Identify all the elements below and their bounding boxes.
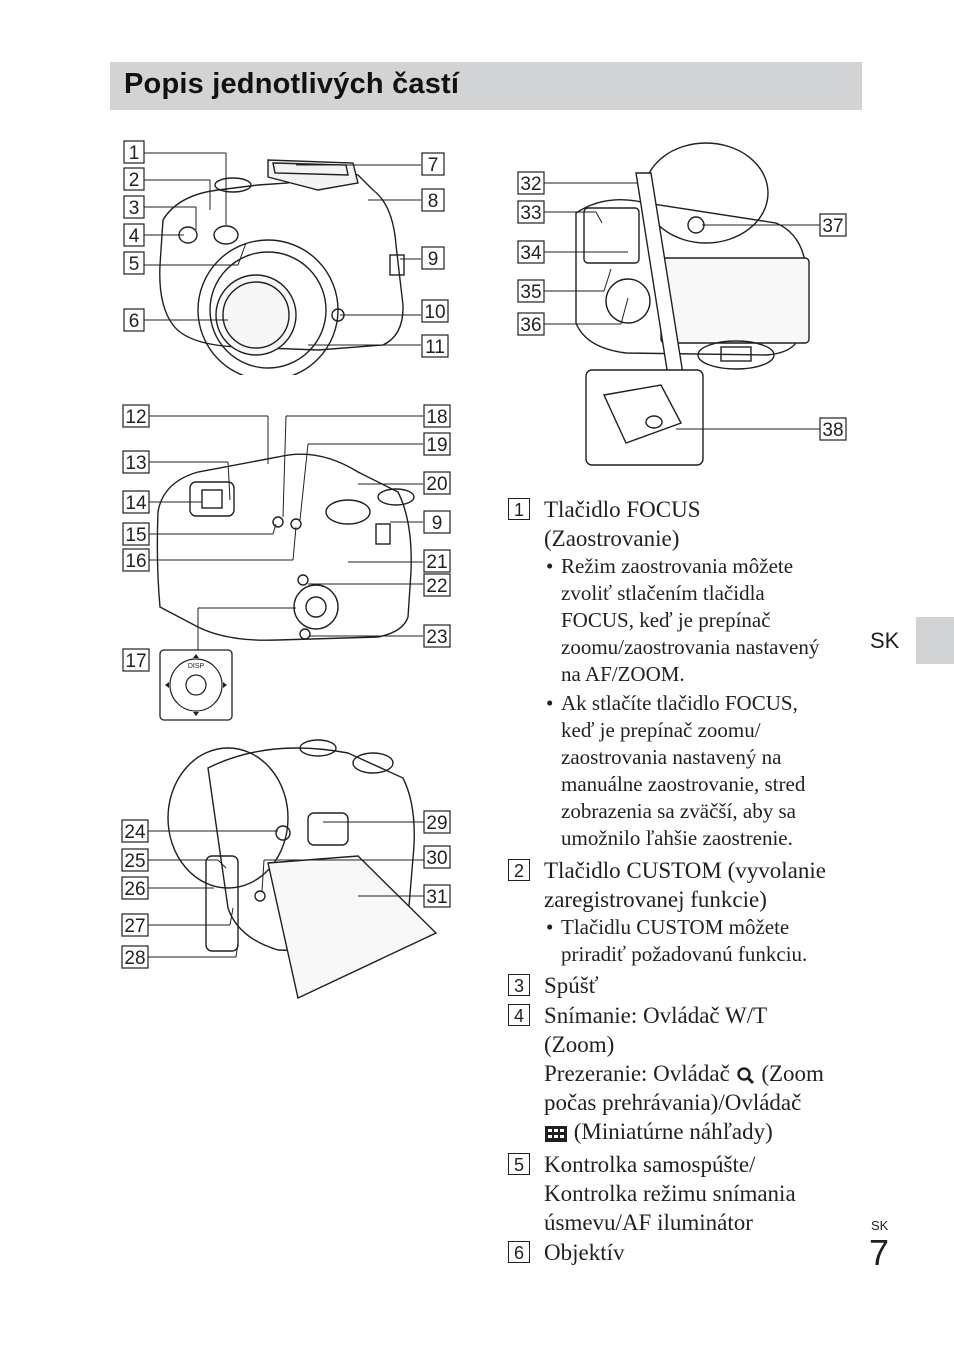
page-number: 7 <box>869 1232 890 1273</box>
bullet-line: umožnilo ľahšie zaostrenie. <box>561 826 793 850</box>
callout-front-6: 6 <box>129 311 140 332</box>
control-wheel-inset: DISP <box>159 649 233 721</box>
camera-back-top-illustration: DISP 12 13 14 15 16 17 18 19 20 9 21 22 … <box>122 404 451 721</box>
callout-front-11: 11 <box>425 337 445 358</box>
entry-number: 4 <box>508 1004 530 1026</box>
entry-number: 6 <box>508 1241 530 1263</box>
callout-front-2: 2 <box>129 170 140 191</box>
bullet-dot: • <box>546 554 554 578</box>
page-lang-label: SK <box>871 1218 889 1233</box>
entry-line: (Zoom) <box>544 1032 615 1057</box>
bullet-dot: • <box>546 691 554 715</box>
bullet-line: zvoliť stlačením tlačidla <box>561 581 765 605</box>
bullet-line: zobrazenia sa zväčší, aby sa <box>561 799 796 823</box>
entry-line: (Zaostrovanie) <box>544 526 680 551</box>
callout-top-22: 22 <box>426 576 447 597</box>
callout-front-1: 1 <box>129 143 140 164</box>
entry-line: Spúšť <box>544 973 599 998</box>
callout-top-21: 21 <box>426 552 447 573</box>
bullet-line: Ak stlačíte tlačidlo FOCUS, <box>561 691 798 715</box>
bullet-line: FOCUS, keď je prepínač <box>561 608 771 632</box>
callout-rear-30: 30 <box>426 848 447 869</box>
callout-bottom-35: 35 <box>520 282 541 303</box>
bullet-line: na AF/ZOOM. <box>561 662 685 686</box>
callout-top-15: 15 <box>125 525 146 546</box>
callout-rear-26: 26 <box>124 879 145 900</box>
thumbnail-grid-icon <box>545 1125 567 1142</box>
callout-top-18: 18 <box>426 407 447 428</box>
bullet-dot: • <box>546 915 554 939</box>
entry-line: (Miniatúrne náhľady) <box>544 1117 864 1146</box>
camera-rear-figure: 24 25 26 27 28 29 30 31 <box>118 738 458 1008</box>
callout-front-3: 3 <box>129 198 140 219</box>
callout-top-20: 20 <box>426 474 447 495</box>
callout-rear-28: 28 <box>124 948 145 969</box>
callout-rear-29: 29 <box>426 813 447 834</box>
entry-line: úsmevu/AF iluminátor <box>544 1210 753 1235</box>
callout-top-19: 19 <box>426 435 447 456</box>
callout-bottom-37: 37 <box>822 216 843 237</box>
entry-line: Objektív <box>544 1240 625 1265</box>
callout-front-9: 9 <box>428 249 439 270</box>
entry-line: Prezeranie: Ovládač (Zoom <box>544 1059 864 1088</box>
bullet-line: zaostrovania nastavený na <box>561 745 782 769</box>
camera-back-top-figure: DISP 12 13 14 15 16 17 18 19 20 9 21 22 … <box>118 402 458 722</box>
zoom-magnifier-icon <box>736 1067 754 1084</box>
callout-top-14: 14 <box>125 493 147 514</box>
callout-front-7: 7 <box>428 155 439 176</box>
entry-line-part: Prezeranie: Ovládač <box>544 1061 730 1086</box>
callout-top-9: 9 <box>432 513 443 534</box>
callout-bottom-38: 38 <box>822 420 843 441</box>
entry-number: 3 <box>508 974 530 996</box>
callout-front-10: 10 <box>424 302 445 323</box>
entry-line: Snímanie: Ovládač W/T <box>544 1003 768 1028</box>
bullet-line: zoomu/zaostrovania nastavený <box>561 635 820 659</box>
page-title: Popis jednotlivých častí <box>124 68 460 100</box>
callout-front-5: 5 <box>129 254 140 275</box>
bullet-line: keď je prepínač zoomu/ <box>561 718 761 742</box>
camera-front-figure: 1 2 3 4 5 6 7 8 9 10 11 <box>118 135 458 375</box>
entry-number: 5 <box>508 1153 530 1175</box>
entry-line: počas prehrávania)/Ovládač <box>544 1090 802 1115</box>
language-label: SK <box>870 628 900 653</box>
entry-line: Kontrolka samospúšte/ <box>544 1152 756 1177</box>
callout-rear-31: 31 <box>426 887 447 908</box>
callout-bottom-32: 32 <box>520 174 541 195</box>
entry-line: Tlačidlo CUSTOM (vyvolanie <box>544 858 826 883</box>
callout-front-8: 8 <box>428 191 439 212</box>
callout-front-4: 4 <box>129 226 140 247</box>
bullet-line: Režim zaostrovania môžete <box>561 554 794 578</box>
entry-line: zaregistrovanej funkcie) <box>544 887 767 912</box>
callout-top-16: 16 <box>125 551 146 572</box>
callout-top-17: 17 <box>125 651 146 672</box>
section-title-bar: Popis jednotlivých častí <box>110 62 862 110</box>
entry-line: Kontrolka režimu snímania <box>544 1181 796 1206</box>
dial-disp-label: DISP <box>188 663 205 670</box>
callout-bottom-33: 33 <box>520 203 541 224</box>
entry-number: 2 <box>508 859 530 881</box>
camera-front-illustration: 1 2 3 4 5 6 7 8 9 10 11 <box>123 140 449 375</box>
callout-top-13: 13 <box>125 453 146 474</box>
callout-rear-27: 27 <box>124 916 145 937</box>
camera-rear-illustration: 24 25 26 27 28 29 30 31 <box>121 739 451 1000</box>
camera-bottom-illustration: 32 33 34 35 36 37 38 <box>517 142 847 466</box>
callout-top-12: 12 <box>125 407 146 428</box>
entry-line: Tlačidlo FOCUS <box>544 497 701 522</box>
entry-line-part: (Zoom <box>761 1061 824 1086</box>
callout-bottom-36: 36 <box>520 315 541 336</box>
bullet-line: manuálne zaostrovanie, stred <box>561 772 806 796</box>
bullet-line: priradiť požadovanú funkciu. <box>561 942 808 966</box>
bullet-line: Tlačidlu CUSTOM môžete <box>561 915 790 939</box>
callout-bottom-34: 34 <box>520 243 542 264</box>
callout-rear-24: 24 <box>124 822 146 843</box>
entry-line-part: (Miniatúrne náhľady) <box>573 1119 773 1144</box>
callout-rear-25: 25 <box>124 851 145 872</box>
language-side-tab <box>916 617 954 664</box>
entry-number: 1 <box>508 498 530 520</box>
callout-top-23: 23 <box>426 627 447 648</box>
camera-bottom-figure: 32 33 34 35 36 37 38 <box>516 133 851 473</box>
